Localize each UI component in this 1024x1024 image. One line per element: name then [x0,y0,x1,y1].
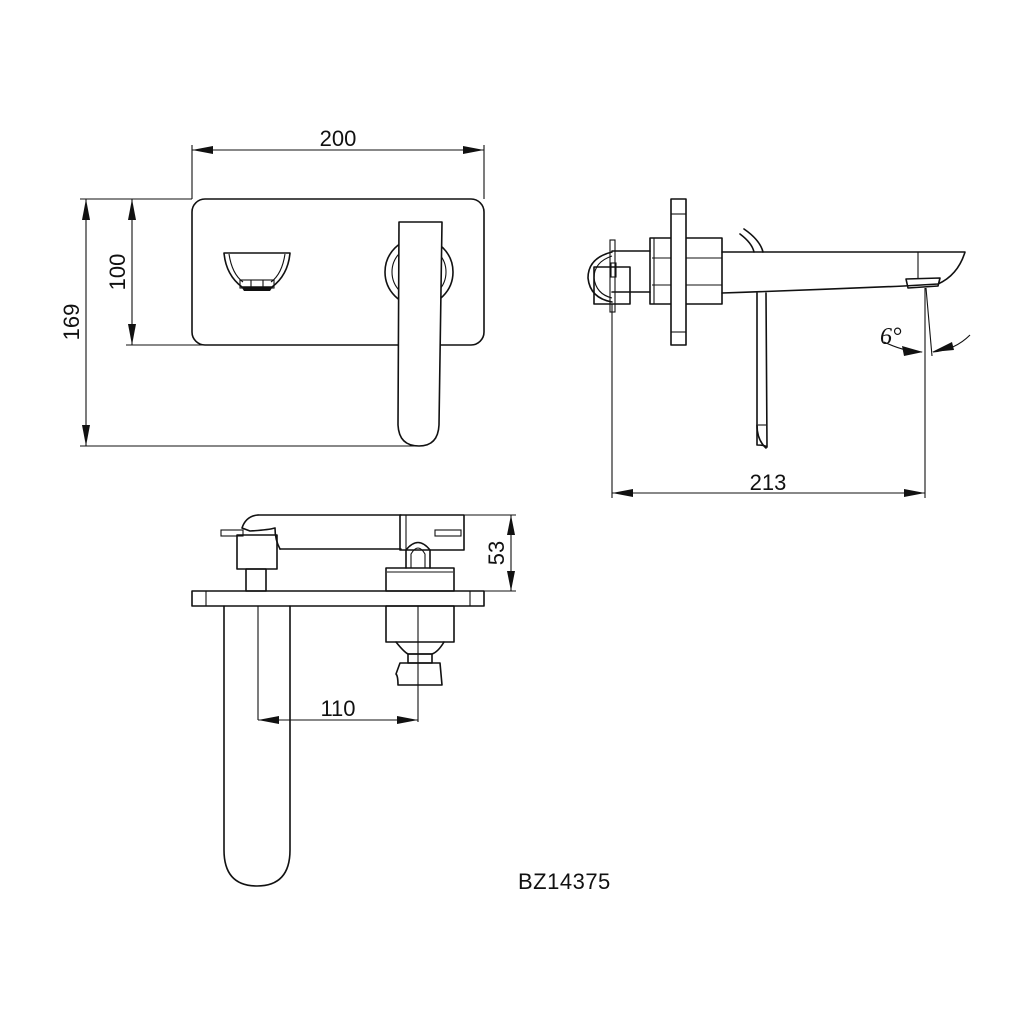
side-wall-plate [670,198,687,346]
dimension-plate-height: 100 [105,198,205,346]
top-handle-body [385,514,465,690]
dimension-overall-height: 169 [59,198,419,447]
top-wall-plate [191,590,485,607]
top-view: 53 110 [191,514,516,887]
side-view: 6° 213 [587,198,971,498]
dimension-plate-width: 200 [191,126,485,199]
wall-plate [191,198,485,346]
spout-profile [721,251,966,294]
svg-text:110: 110 [320,696,355,721]
svg-text:6°: 6° [880,324,902,350]
aerator [905,277,941,289]
svg-text:100: 100 [105,254,130,291]
svg-text:53: 53 [484,541,509,565]
svg-text:169: 169 [59,304,84,341]
dimension-spout-angle: 6° [880,287,971,358]
lever-handle [397,221,443,447]
dimension-spout-projection: 213 [611,304,926,498]
side-lever [739,228,764,253]
svg-text:200: 200 [320,126,357,151]
top-spout-outlet [223,605,291,887]
front-view: 200 100 169 [59,126,485,447]
side-handle-cap [587,239,651,313]
top-spout-body [220,514,402,592]
svg-text:213: 213 [750,470,787,495]
model-code-label: BZ14375 [518,869,611,894]
spout-outlet-icon [223,252,291,291]
dimension-body-depth: 53 [464,514,516,592]
dimension-centre-distance: 110 [258,690,419,724]
